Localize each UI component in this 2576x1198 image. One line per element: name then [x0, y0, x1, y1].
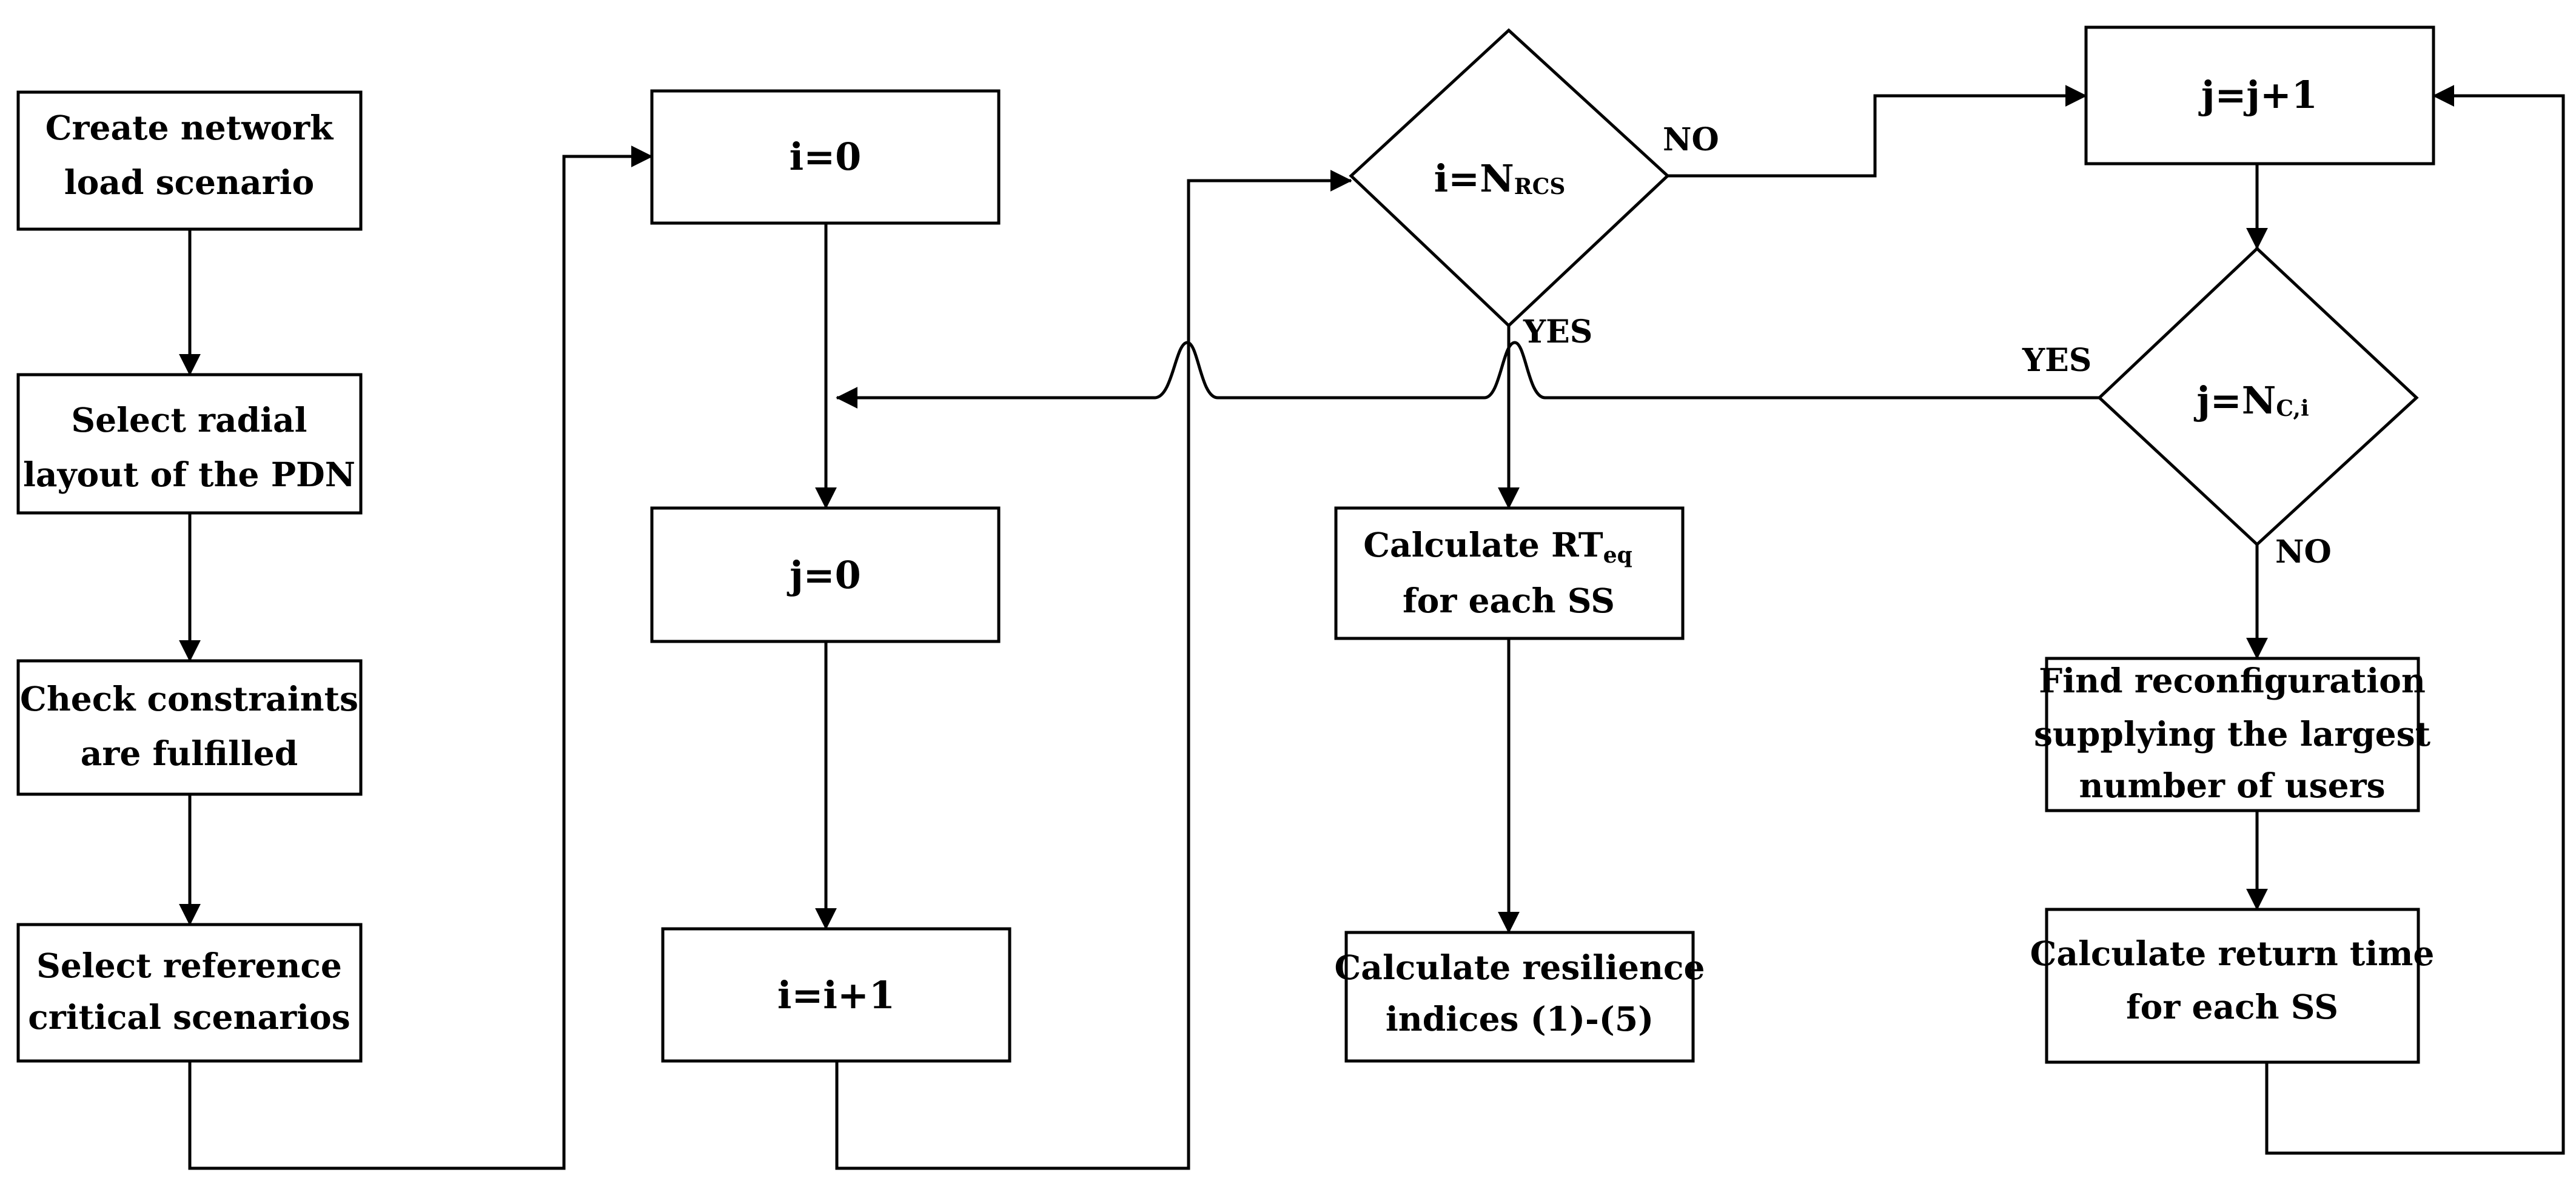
- node-text: load scenario: [64, 162, 314, 202]
- node-text-subscript: eq: [1603, 543, 1632, 568]
- node-text: indices (1)-(5): [1386, 999, 1654, 1039]
- node-text-main: Calculate RT: [1363, 525, 1603, 564]
- node-text: critical scenarios: [28, 997, 350, 1037]
- edge-dec-i-no-to-jinc: [1668, 85, 2087, 178]
- decision-text: i=NRCS: [1434, 156, 1566, 201]
- node-text: Select reference: [36, 946, 342, 985]
- node-text: j=j+1: [2198, 73, 2318, 117]
- node-text: i=i+1: [777, 973, 895, 1017]
- label-no: NO: [2275, 534, 2332, 571]
- node-text: Calculate resilience: [1335, 948, 1705, 987]
- node-select-radial-layout: Select radial layout of the PDN: [16, 373, 363, 515]
- edge-iinc-to-dec-i: [835, 170, 1352, 1170]
- node-calculate-rt-eq: Calculate RTeq for each SS: [1334, 506, 1685, 640]
- node-text: Find reconfiguration: [2039, 661, 2426, 700]
- decision-text: j=NC,i: [2193, 378, 2309, 423]
- node-find-reconfiguration: Find reconfiguration supplying the large…: [2034, 657, 2431, 812]
- label-no: NO: [1663, 121, 1719, 158]
- node-text: Create network: [45, 108, 334, 147]
- edge-dec-j-yes-to-j-loop: [836, 341, 2099, 409]
- node-text: for each SS: [2126, 987, 2338, 1026]
- node-text: are fulfilled: [81, 734, 298, 773]
- node-text: Calculate RTeq: [1363, 525, 1632, 568]
- node-calculate-resilience-indices: Calculate resilience indices (1)-(5): [1335, 931, 1705, 1063]
- edge-reference-to-i0: [188, 146, 653, 1170]
- node-text: layout of the PDN: [23, 455, 355, 494]
- node-text: Check constraints: [20, 679, 358, 718]
- decision-main: i=N: [1434, 156, 1514, 201]
- node-j-increment: j=j+1: [2084, 25, 2435, 166]
- node-text: Calculate return time: [2030, 934, 2435, 973]
- node-select-reference-critical-scenarios: Select reference critical scenarios: [16, 923, 363, 1063]
- node-calculate-return-time: Calculate return time for each SS: [2030, 908, 2435, 1064]
- decision-i-equals-nrcs: i=NRCS: [1349, 28, 1670, 328]
- node-text: number of users: [2079, 766, 2385, 805]
- decision-subscript: RCS: [1514, 174, 1566, 199]
- node-i-increment: i=i+1: [661, 927, 1011, 1063]
- decision-j-equals-nci: j=NC,i: [2097, 246, 2419, 547]
- node-j-equals-0: j=0: [650, 506, 1001, 643]
- node-check-constraints: Check constraints are fulfilled: [16, 659, 363, 796]
- node-i-equals-0: i=0: [650, 89, 1001, 225]
- label-yes: YES: [1523, 313, 1592, 350]
- node-create-network-load-scenario: Create network load scenario: [16, 90, 363, 231]
- label-yes: YES: [2022, 342, 2091, 379]
- decision-main: j=N: [2193, 378, 2276, 423]
- node-text: j=0: [787, 553, 861, 597]
- node-text: Select radial: [71, 400, 307, 440]
- node-text: for each SS: [1403, 581, 1615, 620]
- node-text: supplying the largest: [2034, 714, 2431, 754]
- edge-return-to-jinc: [2265, 85, 2565, 1155]
- node-text: i=0: [790, 135, 862, 179]
- decision-subscript: C,i: [2276, 396, 2309, 421]
